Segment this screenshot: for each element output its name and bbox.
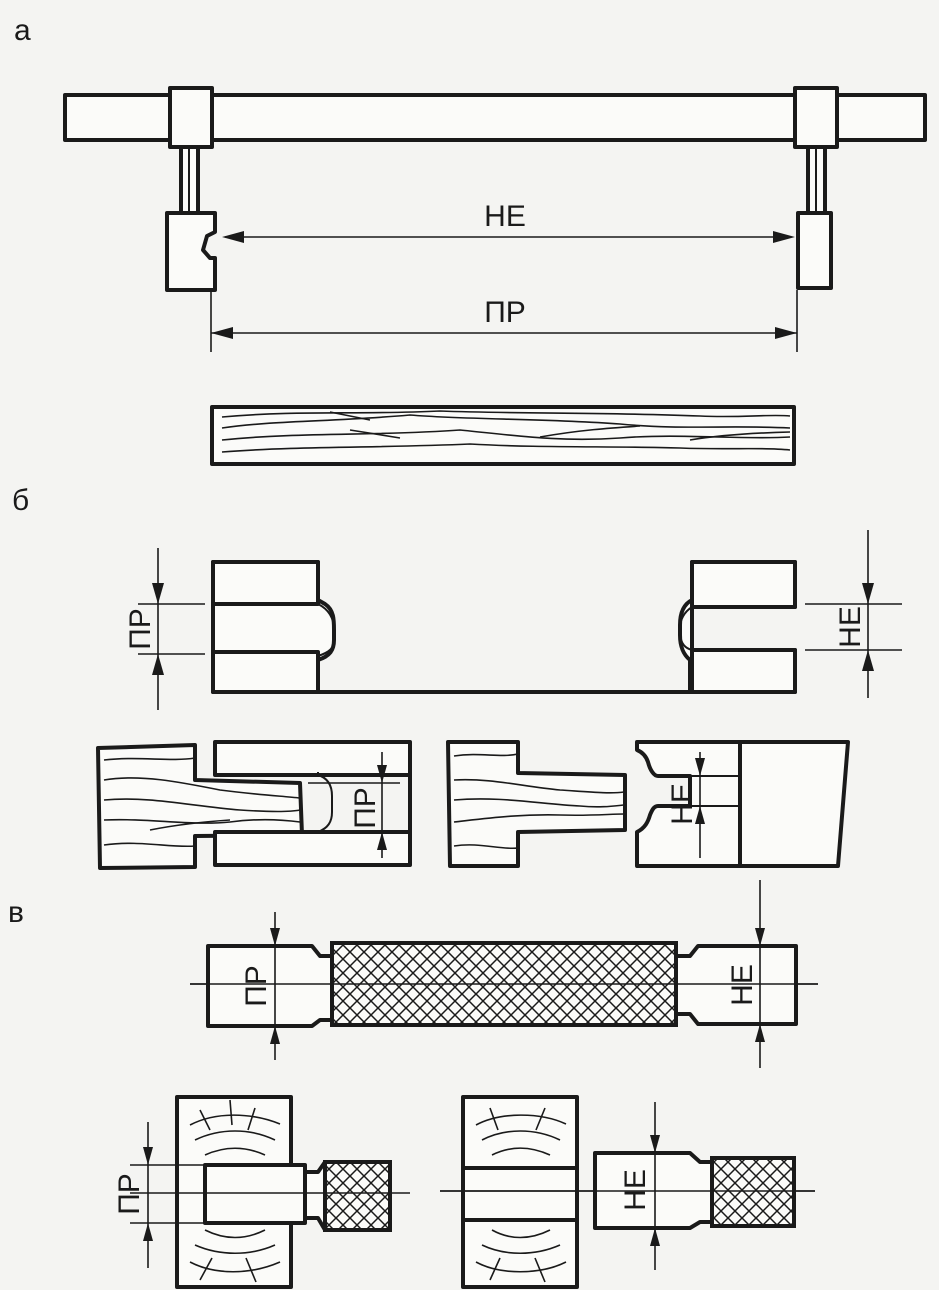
label-ne-b: НЕ <box>834 606 867 648</box>
dimension-ne-a: НЕ <box>222 200 795 243</box>
label-ne-v-fit: НЕ <box>619 1169 652 1211</box>
plug-ne-end <box>674 944 798 1026</box>
section-label-v: в <box>8 896 24 929</box>
caliper-gauge <box>63 86 927 292</box>
left-jaw <box>165 211 217 292</box>
section-label-b: б <box>12 484 29 517</box>
tenon-ne-fit: НЕ <box>446 740 850 868</box>
tenon-pr-fit: ПР <box>96 740 412 870</box>
gauge-right-body <box>635 740 850 868</box>
dimension-pr-a: ПР <box>210 290 798 352</box>
dimension-ne-b: НЕ <box>805 530 902 698</box>
label-pr-a: ПР <box>484 296 526 329</box>
hole-ne-fit: НЕ <box>440 1095 815 1289</box>
dimension-pr-b: ПР <box>124 548 205 710</box>
wood-board <box>210 405 796 466</box>
plug-gauge: ПР НЕ <box>190 880 818 1068</box>
gauge-upper-left <box>213 740 412 777</box>
left-sleeve <box>168 86 214 149</box>
hole-opening <box>461 1166 579 1222</box>
pr-plug-left <box>203 1163 307 1225</box>
label-ne-v: НЕ <box>726 964 759 1006</box>
tenon-wood-right <box>446 740 627 868</box>
right-jaw <box>796 211 833 290</box>
label-pr-b-fit: ПР <box>349 787 382 829</box>
knurl-small-left <box>323 1160 392 1232</box>
label-pr-b: ПР <box>124 608 157 650</box>
label-ne-b-fit: НЕ <box>666 783 699 825</box>
label-ne-a: НЕ <box>484 200 526 233</box>
label-pr-v-fit: ПР <box>113 1173 146 1215</box>
label-pr-v: ПР <box>240 965 273 1007</box>
hole-pr-fit: ПР <box>113 1095 410 1289</box>
section-label-a: а <box>14 14 31 47</box>
knurl-small-right <box>710 1156 796 1228</box>
right-sleeve <box>793 86 839 149</box>
